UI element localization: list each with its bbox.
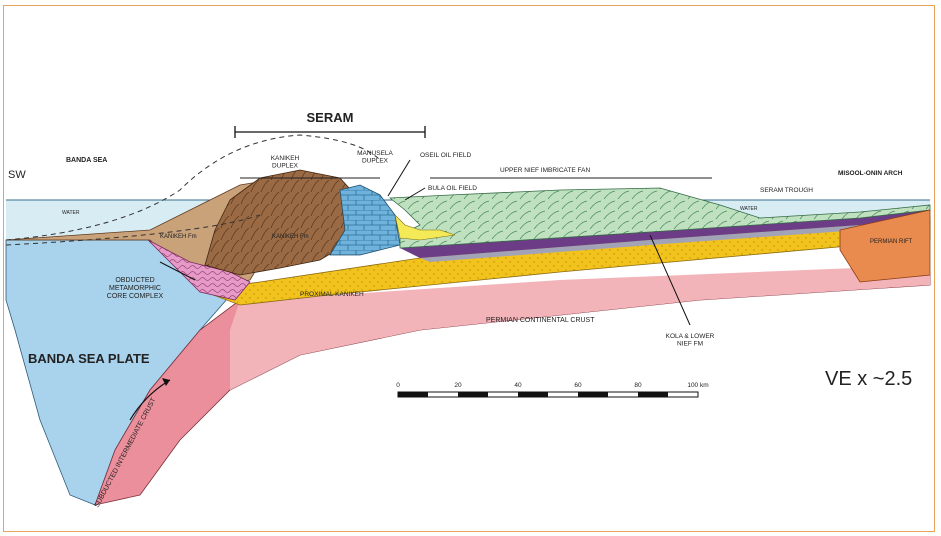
label-line: OBDUCTED (115, 277, 154, 284)
label-line: KOLA & LOWER (666, 333, 715, 340)
water-left-label: WATER (62, 210, 80, 216)
seram-trough-label: SERAM TROUGH (760, 187, 813, 194)
scale-tick-labels: 0 20 40 60 80 100 km (396, 382, 708, 389)
label-line: CORE COMPLEX (107, 293, 164, 300)
scale-tick-label: 80 (634, 382, 642, 389)
permian-crust-label: PERMIAN CONTINENTAL CRUST (486, 317, 595, 324)
seram-title: SERAM (307, 110, 354, 125)
proximal-kanikeh-label: PROXIMAL KANIKEH (300, 291, 364, 298)
label-line: DUPLEX (272, 162, 299, 169)
label-line: NIEF FM (677, 340, 703, 347)
label-line: DUPLEX (362, 157, 389, 164)
oseil-oil-field-label: OSEIL OIL FIELD (420, 152, 471, 159)
oseil-pointer (388, 160, 410, 196)
direction-sw: SW (8, 169, 26, 181)
label-line: KANIKEH (271, 155, 300, 162)
scale-tick-label: 100 km (687, 382, 708, 389)
label-line: MANUSELA (357, 150, 393, 157)
label-line: METAMORPHIC (109, 285, 161, 292)
permian-rift-label: PERMIAN RIFT (870, 239, 913, 245)
upper-nief-fan-label: UPPER NIEF IMBRICATE FAN (500, 167, 590, 174)
banda-sea-plate-label: BANDA SEA PLATE (28, 351, 150, 366)
scale-tick-label: 0 (396, 382, 400, 389)
kanikeh-duplex-dark (205, 170, 360, 275)
kanikeh-fm-label-2: KANIKEH Fm (272, 234, 309, 240)
seram-bracket (235, 126, 425, 138)
scale-tick-label: 40 (514, 382, 522, 389)
water-right-label: WATER (740, 206, 758, 212)
ve-label: VE x ~2.5 (825, 368, 912, 390)
scale-tick-label: 20 (454, 382, 462, 389)
scale-tick-label: 60 (574, 382, 582, 389)
misool-onin-arch-label: MISOOL-ONIN ARCH (838, 170, 903, 177)
scale-bar (398, 392, 698, 397)
banda-sea-label: BANDA SEA (66, 157, 107, 164)
bula-oil-field-label: BULA OIL FIELD (428, 185, 477, 192)
kanikeh-fm-label: KANIKEH Fm (160, 234, 197, 240)
